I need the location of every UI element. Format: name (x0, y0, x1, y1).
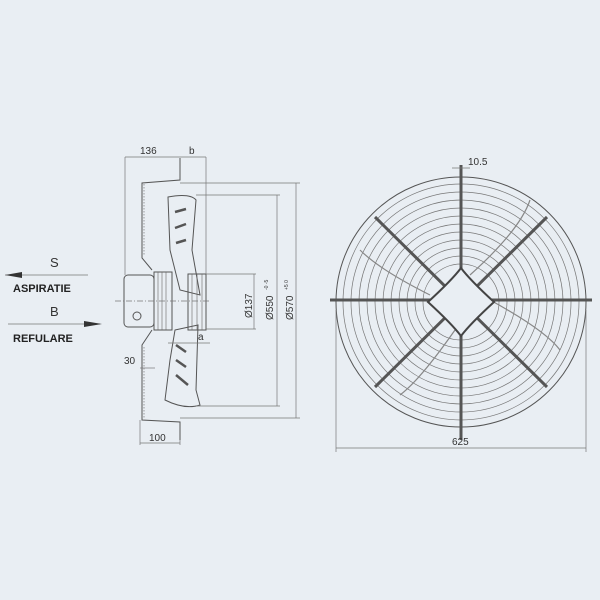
housing-profile (141, 158, 181, 440)
dim-strut-10-5: 10.5 (468, 157, 488, 168)
dim-a: a (198, 332, 204, 343)
motor-mount-plate (426, 266, 496, 338)
dim-ring-tolerance: +5 0 (284, 280, 290, 290)
dim-b: b (189, 146, 195, 157)
front-view: 10.5 625 (330, 157, 592, 452)
discharge-arrow-head-icon (84, 321, 102, 327)
dim-ring-diameter: Ø570 (285, 295, 296, 320)
cable-gland-icon (132, 311, 142, 321)
dim-30: 30 (124, 356, 136, 367)
dim-impeller-tolerance: -0 -5 (264, 280, 270, 291)
dim-depth-136: 136 (140, 146, 157, 157)
discharge-label: REFULARE (13, 333, 73, 345)
suction-letter: S (50, 255, 59, 270)
blade-top (167, 195, 201, 296)
dim-width-625: 625 (452, 437, 469, 448)
suction-label: ASPIRATIE (13, 283, 71, 295)
side-view: 136 b Ø137 Ø550 -0 -5 Ø570 +5 0 a 30 100 (115, 146, 300, 445)
dim-100: 100 (149, 433, 166, 444)
blade-bottom (164, 324, 201, 408)
dim-hub-diameter: Ø137 (244, 293, 255, 318)
dim-impeller-diameter: Ø550 (265, 295, 276, 320)
discharge-letter: B (50, 304, 59, 319)
airflow-legend: S ASPIRATIE B REFULARE (5, 255, 102, 345)
suction-arrow-head-icon (5, 272, 22, 278)
blade-slots (174, 207, 189, 386)
impeller-blades (359, 199, 561, 396)
